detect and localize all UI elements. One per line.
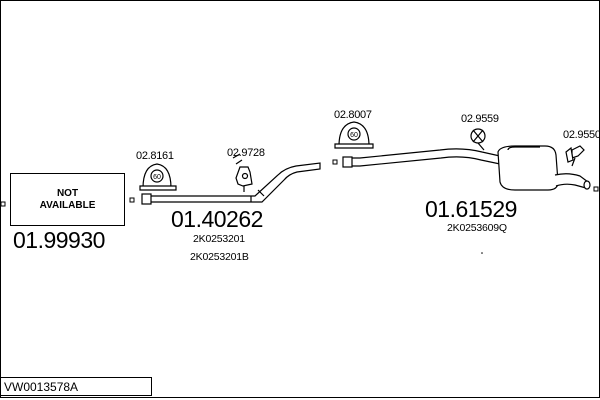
rubber-1-drawing xyxy=(470,128,486,151)
connector-marker-2 xyxy=(332,159,338,165)
part-number-middle-pipe: 01.40262 xyxy=(171,206,263,232)
not-available-box: NOT AVAILABLE xyxy=(10,173,125,226)
fitting-number-hanger-1: 02.9728 xyxy=(227,147,265,159)
part-number-rear-silencer: 01.61529 xyxy=(425,196,517,222)
left-edge-marker xyxy=(0,201,6,207)
clamp-2-drawing xyxy=(334,121,374,149)
reference-code: VW0013578A xyxy=(4,380,79,394)
fitting-number-hanger-2: 02.9550 xyxy=(563,129,600,141)
fitting-number-rubber-1: 02.9559 xyxy=(461,113,499,125)
part-number-front-pipe: 01.99930 xyxy=(13,227,105,253)
clamp-1-badge: 60 xyxy=(153,174,161,181)
reference-code-box: VW0013578A xyxy=(0,377,152,396)
not-available-text: NOT AVAILABLE xyxy=(39,187,96,211)
oem-middle-pipe-1: 2K0253201 xyxy=(193,233,245,245)
rear-silencer-drawing xyxy=(342,145,591,191)
diagram-dot xyxy=(481,252,483,254)
hanger-2-drawing xyxy=(565,145,585,167)
right-edge-marker xyxy=(593,186,599,192)
fitting-number-clamp-1: 02.8161 xyxy=(136,150,174,162)
hanger-1-drawing xyxy=(232,153,253,192)
clamp-1-drawing xyxy=(139,163,177,191)
oem-rear-silencer-1: 2K0253609Q xyxy=(447,222,507,234)
middle-pipe-drawing xyxy=(141,162,321,205)
connector-marker-1 xyxy=(129,197,135,203)
oem-middle-pipe-2: 2K0253201B xyxy=(190,251,249,263)
fitting-number-clamp-2: 02.8007 xyxy=(334,109,372,121)
clamp-2-badge: 60 xyxy=(350,132,358,139)
